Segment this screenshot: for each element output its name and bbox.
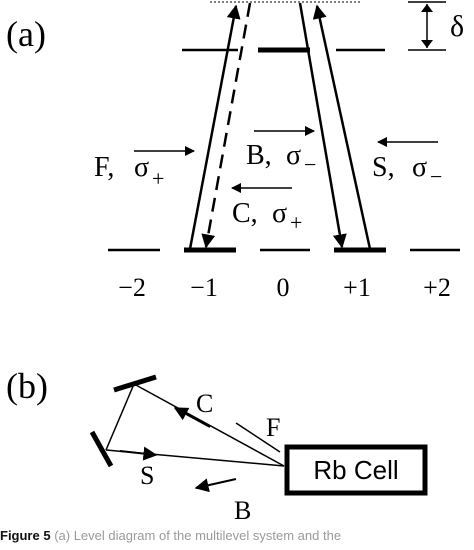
beam-path-C bbox=[133, 383, 285, 467]
rb-cell-box bbox=[284, 444, 428, 496]
beam-label-S: S, σ − bbox=[372, 137, 442, 189]
svg-text:+: + bbox=[152, 166, 164, 191]
beam-label-S: S bbox=[140, 461, 154, 490]
rb-cell-label: Rb Cell bbox=[313, 455, 398, 485]
mirror-top bbox=[113, 374, 157, 393]
delta-label: δ bbox=[450, 10, 464, 43]
figure-caption: Figure 5 (a) Level diagram of the multil… bbox=[0, 528, 474, 545]
beam-arrow-S bbox=[119, 446, 158, 461]
svg-text:+: + bbox=[290, 210, 302, 235]
beam-label-B: B bbox=[234, 496, 251, 525]
beam-path-F bbox=[235, 422, 281, 453]
svg-text:B,: B, bbox=[246, 140, 272, 171]
beam-arrow-B bbox=[194, 478, 237, 493]
panel-b-label: (b) bbox=[6, 366, 48, 406]
panel-a-label: (a) bbox=[6, 14, 46, 54]
beam-label-F: F bbox=[266, 413, 280, 442]
transition-arrow-F-up bbox=[188, 4, 241, 250]
svg-text:C,: C, bbox=[232, 198, 258, 229]
beam-path-between-mirrors bbox=[105, 383, 135, 451]
caption-text: (a) Level diagram of the multilevel syst… bbox=[50, 528, 342, 543]
svg-text:σ: σ bbox=[412, 152, 427, 183]
svg-text:F,: F, bbox=[94, 152, 114, 183]
svg-text:−: − bbox=[304, 152, 316, 177]
svg-text:S,: S, bbox=[372, 152, 395, 183]
sublevel-label: −1 bbox=[190, 273, 218, 302]
svg-text:σ: σ bbox=[286, 140, 301, 171]
panel-b: (b) C F S B Rb Cell bbox=[6, 366, 428, 525]
transition-arrow-C-down bbox=[201, 2, 252, 249]
svg-text:−: − bbox=[430, 164, 442, 189]
svg-text:σ: σ bbox=[134, 152, 149, 183]
detuning-marker: δ bbox=[408, 1, 464, 51]
svg-text:σ: σ bbox=[272, 198, 287, 229]
beam-label-C: C bbox=[196, 389, 213, 418]
beam-label-B: B, σ − bbox=[246, 126, 316, 177]
mirror-bottom bbox=[89, 430, 114, 468]
sublevel-label: +1 bbox=[343, 273, 371, 302]
caption-figure-number: Figure 5 bbox=[0, 528, 51, 543]
sublevel-label: −2 bbox=[118, 273, 146, 302]
transition-arrow-S-up bbox=[312, 4, 372, 250]
sublevel-label: 0 bbox=[277, 273, 290, 302]
beam-label-C: C, σ + bbox=[231, 183, 302, 235]
beam-arrow-C bbox=[173, 407, 211, 428]
panel-a: (a) δ −2 −1 bbox=[6, 1, 464, 302]
sublevel-label: +2 bbox=[423, 273, 451, 302]
beam-label-F: F, σ + bbox=[94, 146, 195, 191]
transition-arrow-B-down bbox=[298, 2, 347, 249]
